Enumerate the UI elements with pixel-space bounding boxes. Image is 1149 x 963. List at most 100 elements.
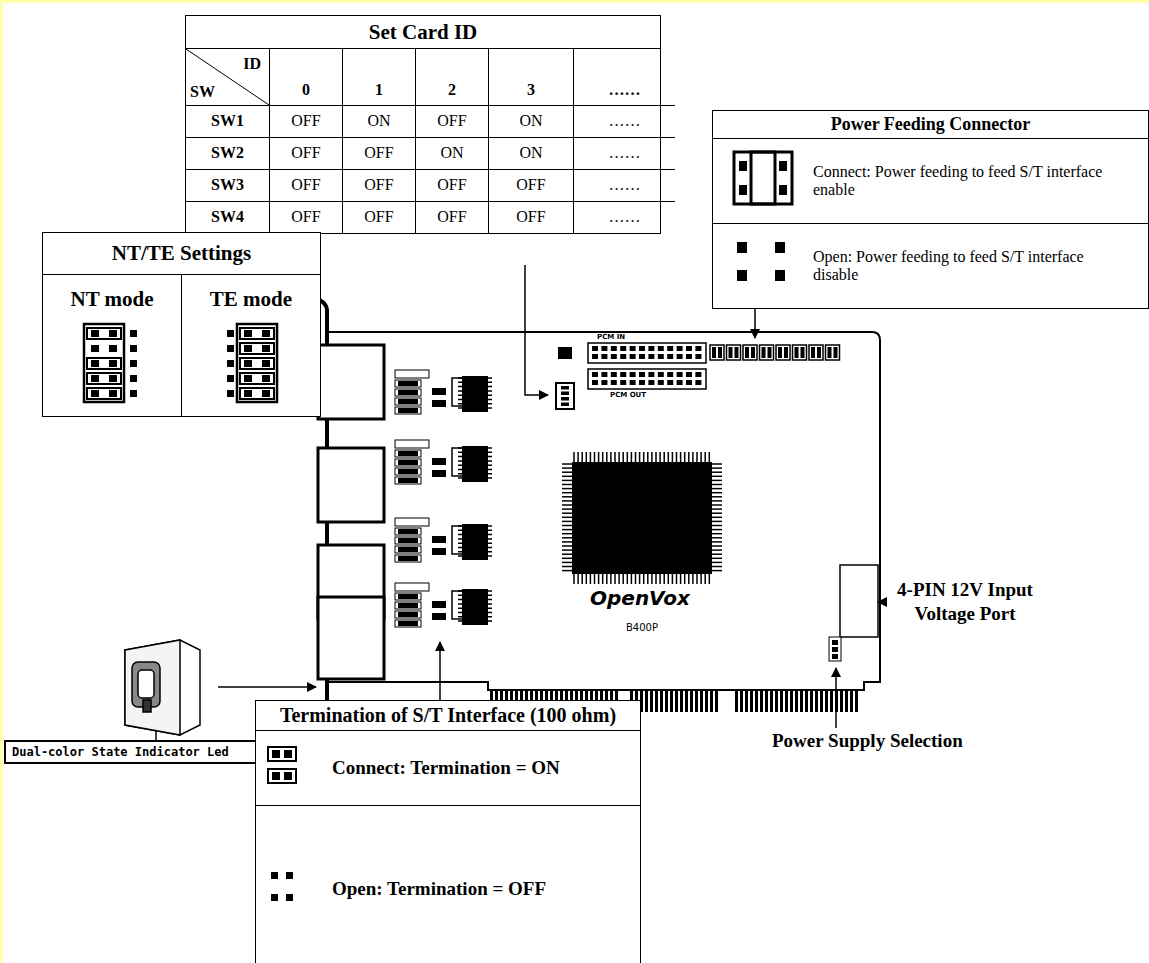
jumper-pin — [795, 347, 799, 358]
chip-pin — [458, 595, 492, 597]
chip-pin — [594, 452, 596, 462]
chip-pin — [458, 456, 492, 458]
chip-pin — [458, 394, 492, 396]
header-pin — [639, 354, 645, 359]
jumper-icon — [221, 322, 281, 404]
chip-pin — [712, 562, 722, 564]
jumper-pin — [729, 347, 733, 358]
gold-finger — [830, 690, 833, 712]
chip-pin — [562, 500, 572, 502]
jumper-icon — [266, 745, 300, 787]
chip-pin — [562, 508, 572, 510]
id-table: IDSW0123……SW1OFFONOFFON……SW2OFFOFFONON……… — [186, 49, 675, 233]
chip-pin — [643, 574, 645, 584]
chip-pin — [709, 574, 711, 584]
header-pin — [667, 380, 673, 385]
callout-box: NT/TE SettingsNT modeTE mode — [42, 232, 321, 417]
table-cell-text: …… — [609, 81, 641, 98]
table-cell-text: SW4 — [211, 208, 244, 225]
chip-pin — [598, 574, 600, 584]
header-pin — [695, 372, 701, 377]
power-jumper — [760, 345, 774, 360]
header-pin — [639, 380, 645, 385]
chip-pin — [614, 574, 616, 584]
jumper — [395, 583, 429, 591]
chip-pin — [577, 452, 579, 462]
table-cell-text: OFF — [291, 112, 320, 129]
jumper-pin — [398, 399, 418, 404]
table-cell: …… — [574, 201, 676, 233]
header-pin — [592, 380, 598, 385]
header-pin — [658, 372, 664, 377]
chip-pin — [712, 529, 722, 531]
gold-finger — [735, 690, 738, 712]
table-cell: OFF — [270, 137, 343, 169]
header-pin — [630, 346, 636, 351]
gold-finger — [775, 690, 778, 712]
chip-pin — [712, 553, 722, 555]
chip-pin — [458, 607, 492, 609]
chip-pin — [458, 530, 492, 532]
chip-pin — [647, 574, 649, 584]
jumper — [395, 593, 421, 600]
gold-finger — [755, 690, 758, 712]
header-pin — [592, 346, 598, 351]
callout-box: Termination of S/T Interface (100 ohm)Co… — [255, 700, 641, 963]
dip-lever — [561, 403, 569, 407]
chip-pin — [627, 452, 629, 462]
chip-pin — [581, 574, 583, 584]
chip-pin — [668, 574, 670, 584]
table-cell-text: 3 — [527, 81, 535, 98]
table-cell: …… — [574, 105, 676, 137]
brand-name: OpenVox — [590, 586, 690, 610]
chip-pin — [458, 403, 492, 405]
chip-pin — [562, 545, 572, 547]
chip-pin — [712, 549, 722, 551]
jumper-pin — [712, 347, 716, 358]
table-cell: ON — [489, 137, 574, 169]
chip-pin — [712, 558, 722, 560]
jumper-icon — [731, 149, 795, 209]
chip-pin — [562, 566, 572, 568]
option-row: Connect: Power feeding to feed S/T inter… — [713, 139, 1148, 224]
table-cell: OFF — [416, 105, 489, 137]
gold-finger — [700, 690, 703, 712]
jumper — [395, 528, 421, 535]
chip-pin — [562, 549, 572, 551]
table-cell: SW1 — [186, 105, 270, 137]
header-pin — [620, 346, 626, 351]
table-cell: SW4 — [186, 201, 270, 233]
card-outline — [327, 332, 880, 690]
header-pin — [677, 380, 683, 385]
jumper — [395, 450, 421, 457]
chip-pin — [590, 574, 592, 584]
term-jumper — [432, 458, 446, 465]
chip-pin — [562, 541, 572, 543]
chip-pin — [562, 492, 572, 494]
chip-pin — [562, 467, 572, 469]
power-jumper — [809, 345, 823, 360]
table-cell-text: SW2 — [211, 144, 244, 161]
callout-box: Set Card IDIDSW0123……SW1OFFONOFFON……SW2O… — [185, 15, 661, 234]
table-cell-text: ON — [519, 112, 542, 129]
header-label: PCM OUT — [610, 391, 646, 399]
chip-pin — [635, 574, 637, 584]
chip-pin — [663, 452, 665, 462]
mode-title: TE mode — [184, 287, 318, 312]
chip-pin — [709, 452, 711, 462]
chip-pin — [590, 452, 592, 462]
table-cell-text: OFF — [516, 176, 545, 193]
chip-pin — [712, 496, 722, 498]
chip-pin — [610, 452, 612, 462]
gold-finger — [790, 690, 793, 712]
power-jumper — [793, 345, 807, 360]
jumper-pin — [832, 654, 838, 659]
table-cell: OFF — [416, 201, 489, 233]
header-pin — [648, 354, 654, 359]
jumper-pin — [398, 538, 418, 543]
jumper — [395, 611, 421, 618]
mode-column: NT mode — [43, 275, 182, 416]
gold-finger — [660, 690, 663, 712]
table-cell: 1 — [343, 49, 416, 105]
chip-pin — [643, 452, 645, 462]
